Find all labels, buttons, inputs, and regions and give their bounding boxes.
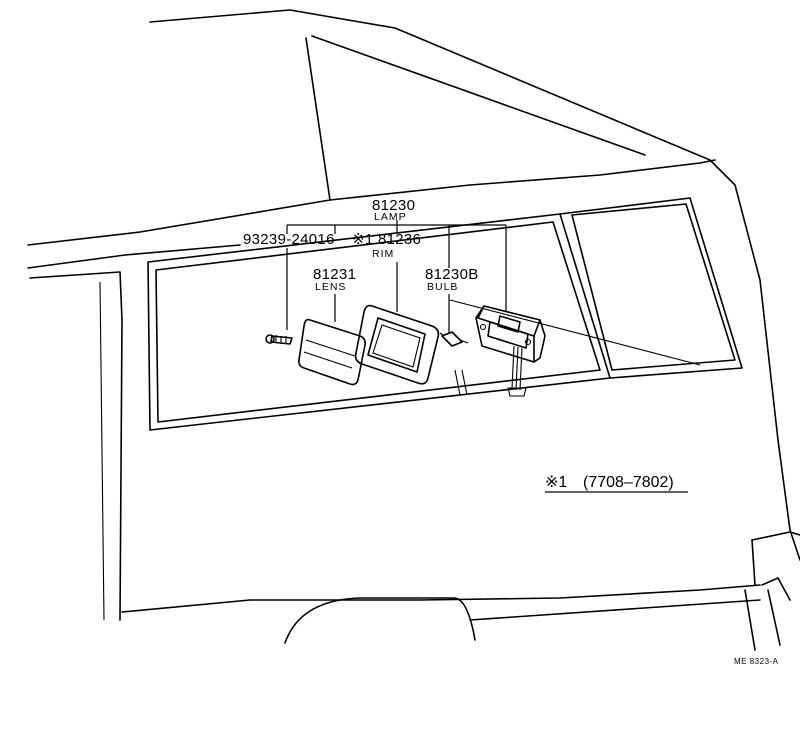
lamp-part-name: LAMP — [374, 211, 407, 223]
lens-part-number: 81231 — [313, 266, 356, 283]
screw-part-number: 93239-24016 — [243, 231, 335, 248]
bulb-part-number: 81230B — [425, 266, 479, 283]
part-labels: 81230 LAMP 93239-24016 ※1 81236 RIM 8123… — [243, 197, 779, 666]
footnote-range: (7708–7802) — [583, 474, 674, 491]
leader-lines — [286, 220, 507, 333]
lamp-housing-part — [475, 305, 546, 397]
lamp-part-number: 81230 — [372, 197, 415, 214]
lens-part — [298, 318, 366, 386]
rim-part-number: ※1 81236 — [352, 231, 421, 248]
vehicle-body-outline — [27, 9, 800, 651]
bulb-part — [439, 331, 469, 347]
rim-part-name: RIM — [372, 248, 394, 260]
diagram-code: ME 8323-A — [734, 657, 779, 666]
screw-part — [265, 334, 293, 345]
footnote-mark: ※1 — [545, 474, 567, 491]
lens-part-name: LENS — [315, 281, 346, 293]
bulb-part-name: BULB — [427, 281, 458, 293]
rim-part — [354, 304, 440, 385]
side-window-frame — [147, 197, 743, 431]
